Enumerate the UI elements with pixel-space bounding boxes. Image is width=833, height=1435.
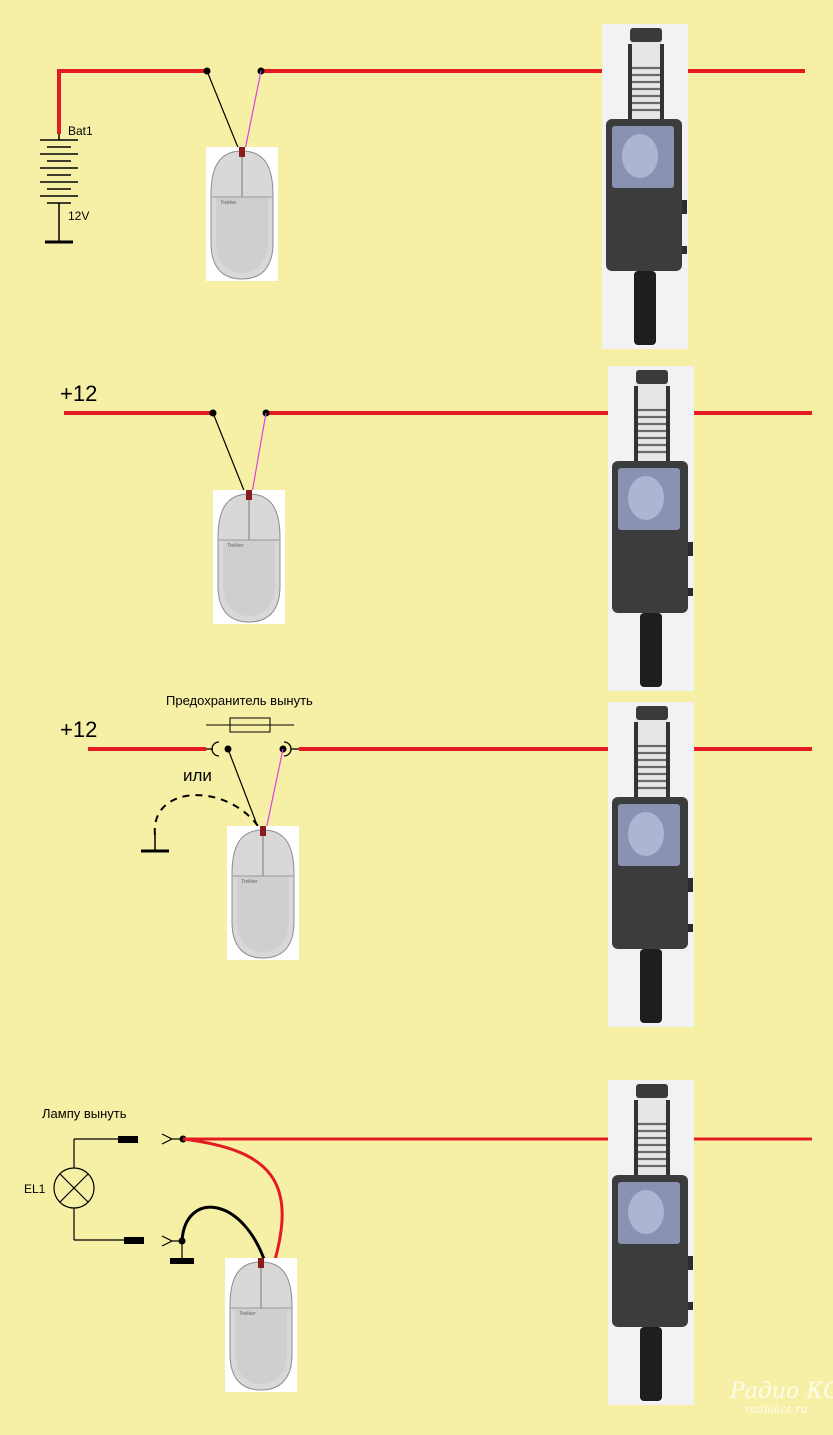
computer-mouse: Trekker: [226, 825, 300, 961]
computer-mouse: Trekker: [212, 489, 286, 625]
mouse-wire-magenta: [244, 70, 262, 151]
mouse-brand: Trekker: [220, 200, 237, 206]
mouse-wire-black: [227, 748, 260, 831]
fuse-holder-terminals: [206, 741, 299, 757]
battery-voltage-label: 12V: [68, 209, 89, 223]
red-wire-battery: [57, 69, 207, 134]
mouse-wire-black: [212, 412, 246, 494]
lamp-remove-note: Лампу вынуть: [42, 1106, 127, 1121]
plus12-label: +12: [60, 381, 97, 406]
panel-1: Bat1 12V Trekker: [40, 22, 805, 351]
or-label: или: [183, 766, 212, 785]
alt-ground-wire-dashed: [153, 794, 259, 836]
connector-arrows: [161, 1133, 183, 1247]
fuse-remove-note: Предохранитель вынуть: [166, 693, 313, 708]
computer-mouse: Trekker: [224, 1257, 298, 1393]
red-wire-curve-to-mouse: [182, 1137, 284, 1271]
ground-symbol: [141, 835, 169, 853]
black-wire-curve-to-mouse: [180, 1205, 269, 1269]
battery-symbol: [40, 134, 78, 244]
mouse-brand: Trekker: [241, 879, 258, 885]
ground-terminal: [170, 1258, 194, 1264]
fuse-symbol: [206, 717, 294, 733]
plus12-label: +12: [60, 717, 97, 742]
device-photo: [606, 700, 696, 1029]
panel-4: Лампу вынуть EL1 Trekker: [24, 1078, 812, 1407]
panel-2: +12 Trekker: [60, 364, 812, 693]
lamp-label: EL1: [24, 1182, 46, 1196]
panel-3: +12 Предохранитель вынуть или Trekker: [60, 693, 812, 1029]
device-photo: [606, 1078, 696, 1407]
lamp-symbol: [53, 1138, 124, 1241]
battery-label: Bat1: [68, 124, 93, 138]
mouse-brand: Trekker: [227, 543, 244, 549]
watermark-logo-text: Радио КОТ: [729, 1379, 833, 1404]
watermark-site: radiokot.ru: [745, 1403, 808, 1416]
computer-mouse: Trekker: [205, 146, 279, 282]
mouse-brand: Trekker: [239, 1311, 256, 1317]
device-photo: [600, 22, 690, 351]
mouse-wire-magenta: [251, 412, 267, 494]
device-photo: [606, 364, 696, 693]
watermark-logo: Радио КОТ radiokot.ru: [729, 1379, 833, 1416]
mouse-wire-magenta: [265, 748, 284, 831]
mouse-wire-black: [206, 70, 240, 151]
